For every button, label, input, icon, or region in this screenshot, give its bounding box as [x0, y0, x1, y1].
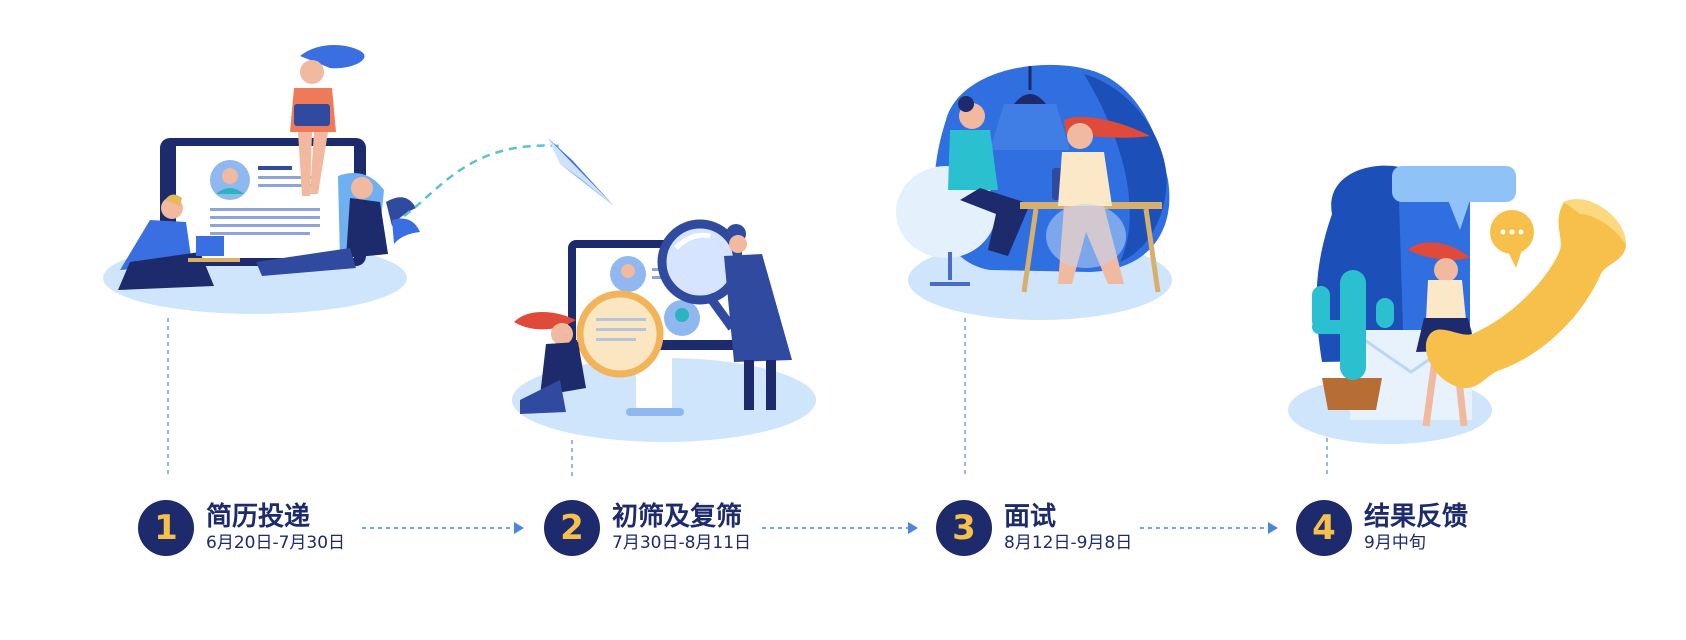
step-2: 2 初筛及复筛 7月30日-8月11日 [544, 495, 751, 561]
step-1: 1 简历投递 6月20日-7月30日 [138, 495, 345, 561]
step-date: 7月30日-8月11日 [612, 533, 752, 553]
phone-icon [1425, 199, 1627, 388]
step-3: 3 面试 8月12日-9月8日 [936, 495, 1132, 561]
chat-bubble-icon [1490, 210, 1534, 268]
step-title: 结果反馈 [1364, 502, 1469, 532]
step-title: 初筛及复筛 [612, 502, 743, 532]
step-4: 4 结果反馈 9月中旬 [1296, 495, 1468, 561]
step-number-badge: 2 [544, 500, 600, 556]
step-number-badge: 1 [138, 500, 194, 556]
flow-arrows [362, 522, 1278, 534]
cactus-icon [1312, 270, 1394, 410]
step-number-badge: 4 [1296, 500, 1352, 556]
connector-lines [167, 318, 1328, 476]
magnifier-illustration [512, 219, 816, 442]
speech-bubble-icon [1392, 166, 1516, 202]
step-date: 6月20日-7月30日 [206, 533, 346, 553]
step-title: 面试 [1004, 502, 1057, 532]
feedback-illustration [1288, 165, 1627, 444]
step-title: 简历投递 [206, 502, 311, 532]
step-date: 9月中旬 [1364, 533, 1426, 553]
interview-illustration [896, 64, 1172, 320]
step-number-badge: 3 [936, 500, 992, 556]
arrow-2-3-head [908, 522, 918, 534]
paper-plane-icon [403, 138, 614, 218]
arrow-3-4-head [1268, 522, 1278, 534]
arrow-1-2-head [514, 522, 524, 534]
step-date: 8月12日-9月8日 [1004, 533, 1133, 553]
resume-illustration [103, 45, 420, 314]
